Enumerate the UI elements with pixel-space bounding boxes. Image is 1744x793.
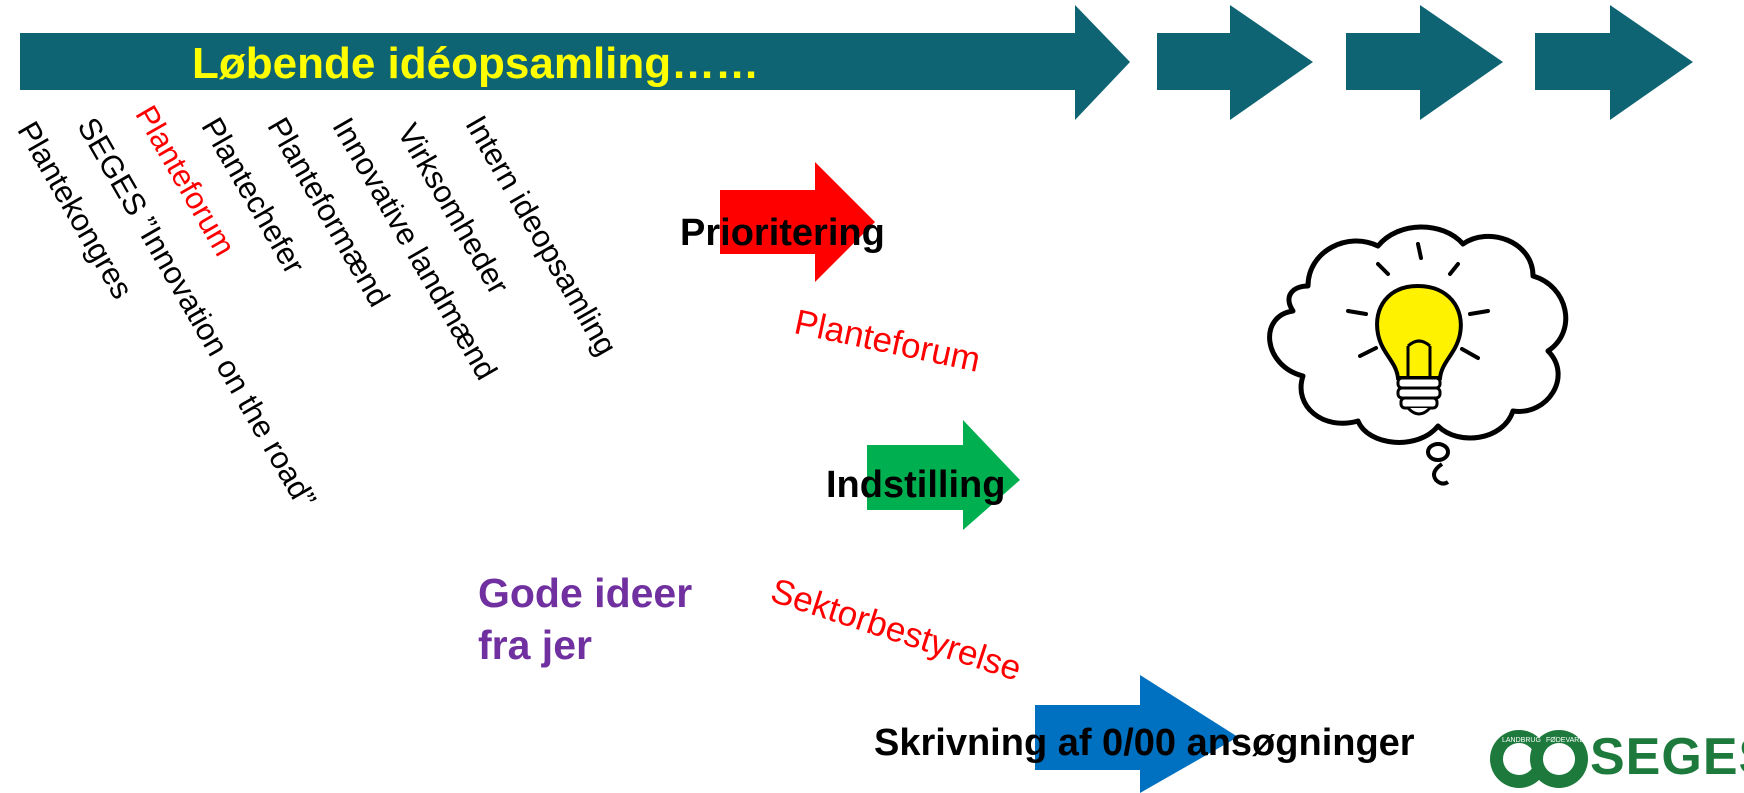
- gode-ideer-callout: Gode ideer fra jer: [478, 567, 692, 671]
- skrivning-arrow: [1035, 675, 1238, 793]
- indstilling-label: Indstilling: [826, 464, 1006, 506]
- header-title: Løbende idéopsamling……: [192, 39, 760, 88]
- seges-logo-text: SEGES: [1590, 728, 1744, 786]
- gode-ideer-line1: Gode ideer: [478, 570, 693, 616]
- seges-logo-icon: LANDBRUG FØDEVARER: [1490, 730, 1589, 788]
- banner-arrow-3: [1346, 5, 1503, 120]
- gode-ideer-line2: fra jer: [478, 622, 592, 668]
- banner-arrow-4: [1535, 5, 1693, 120]
- logo-ring-text-right: FØDEVARER: [1546, 737, 1589, 744]
- indstilling-arrow: [867, 420, 1020, 530]
- logo-ring-text-left: LANDBRUG: [1502, 737, 1541, 744]
- lightbulb-icon: [1267, 224, 1569, 486]
- idea-bulb-illustration: [1238, 216, 1588, 501]
- banner-arrow-2: [1157, 5, 1313, 120]
- skrivning-label: Skrivning af 0/00 ansøgninger: [874, 722, 1415, 764]
- prioritering-arrow: [720, 162, 875, 282]
- main-banner-arrow: [20, 5, 1130, 120]
- prioritering-label: Prioritering: [680, 212, 885, 254]
